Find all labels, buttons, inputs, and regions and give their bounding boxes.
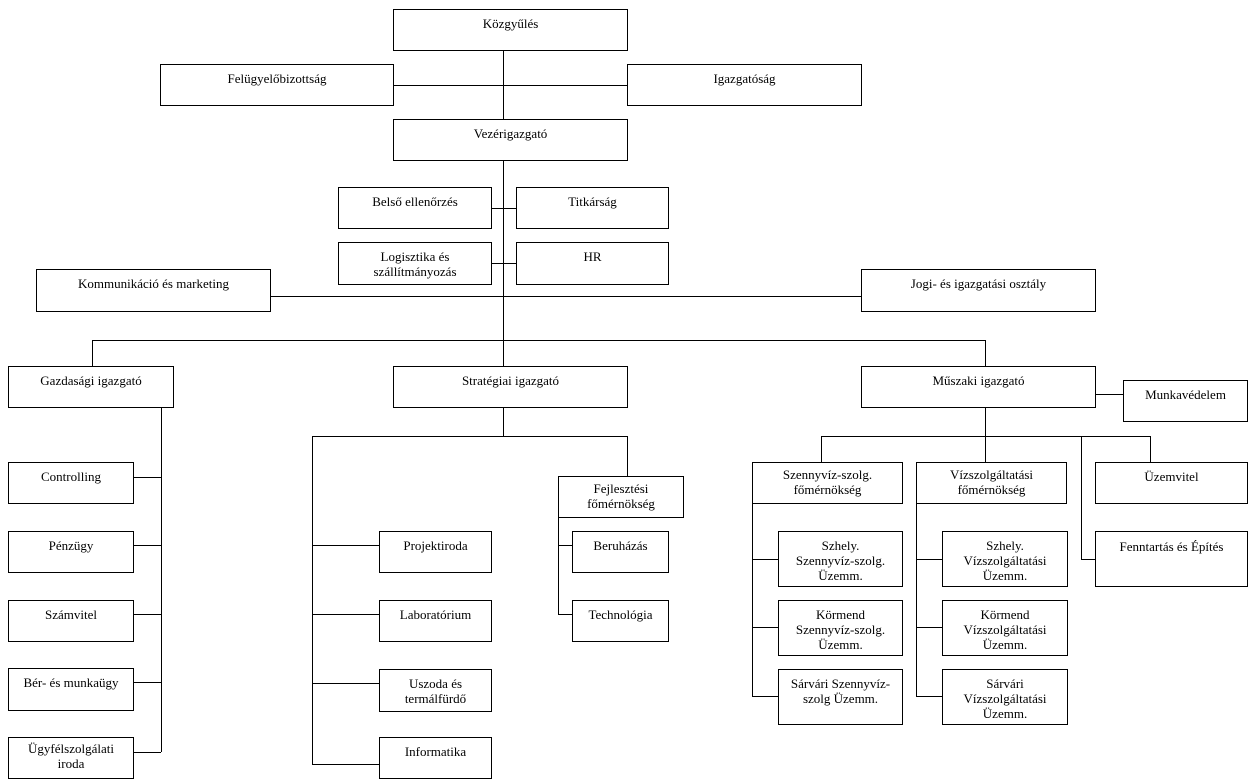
box-label: Projektiroda (403, 538, 468, 553)
box-informatika: Informatika (379, 737, 492, 779)
box-label: Fenntartás és Építés (1119, 539, 1224, 554)
box-label: Informatika (404, 744, 467, 759)
box-label-line-1: Szhely. (986, 538, 1024, 553)
box-label: Felügyelőbizottság (227, 71, 327, 86)
box-label-line-2: Vízszolgáltatási (963, 622, 1047, 637)
box-projektiroda: Projektiroda (379, 531, 492, 573)
box-label-line-1: Vízszolgáltatási (949, 467, 1034, 482)
box-label: Műszaki igazgató (932, 373, 1025, 388)
box-label: Közgyűlés (482, 16, 539, 31)
box-label: Munkavédelem (1145, 387, 1226, 402)
box-vezerigazgato: Vezérigazgató (393, 119, 628, 161)
box-label-line-1: Szhely. (821, 538, 860, 553)
box-ber-munkaugy: Bér- és munkaügy (8, 668, 134, 711)
box-label-line-1: Sárvári (986, 676, 1024, 691)
box-label: Beruházás (593, 538, 648, 553)
box-label-line-2: főmérnökség (793, 482, 862, 497)
box-laboratorium: Laboratórium (379, 600, 492, 642)
box-label: HR (583, 249, 602, 264)
box-label: Számvitel (45, 607, 97, 622)
box-label-line-1: Körmend (980, 607, 1030, 622)
box-label: Stratégiai igazgató (461, 373, 560, 388)
box-label: Bér- és munkaügy (23, 675, 119, 690)
box-label-line-2: Vízszolgáltatási (963, 553, 1047, 568)
box-felugyelobizottsag: Felügyelőbizottság (160, 64, 394, 106)
box-label-line-3: Üzemm. (982, 568, 1028, 583)
box-label-line-3: Üzemm. (982, 706, 1028, 721)
box-label-line-1: Sárvári Szennyvíz- (790, 676, 891, 691)
box-beruhazas: Beruházás (572, 531, 669, 573)
box-label: Belső ellenőrzés (372, 194, 458, 209)
box-label-line-2: főmérnökség (587, 496, 655, 511)
box-label-line-2: Szennyvíz-szolg. (795, 622, 886, 637)
box-muszaki-igazgato: Műszaki igazgató (861, 366, 1096, 408)
box-szhely-szennyviz-uzemm: Szhely.Szennyvíz-szolg.Üzemm. (778, 531, 903, 587)
box-controlling: Controlling (8, 462, 134, 504)
box-uzemvitel: Üzemvitel (1095, 462, 1248, 504)
box-gazdasagi-igazgato: Gazdasági igazgató (8, 366, 174, 408)
box-szamvitel: Számvitel (8, 600, 134, 642)
box-penzugy: Pénzügy (8, 531, 134, 573)
box-label: Vezérigazgató (473, 126, 548, 141)
box-technologia: Technológia (572, 600, 669, 642)
box-belso-ellenorzes: Belső ellenőrzés (338, 187, 492, 229)
box-fenntartas-es-epites: Fenntartás és Építés (1095, 531, 1248, 587)
box-jogi: Jogi- és igazgatási osztály (861, 269, 1096, 312)
box-label-line-2: iroda (57, 756, 85, 771)
box-label-line-3: Üzemm. (818, 637, 863, 652)
box-label: Gazdasági igazgató (40, 373, 142, 388)
box-label-line-1: Fejlesztési (593, 481, 649, 496)
box-label: Üzemvitel (1144, 469, 1199, 484)
box-label-line-1: Ügyfélszolgálati (28, 741, 114, 756)
box-label: Technológia (588, 607, 653, 622)
box-strategiai-igazgato: Stratégiai igazgató (393, 366, 628, 408)
box-label: Pénzügy (48, 538, 94, 553)
box-szennyviz-fomernokseg: Szennyvíz-szolg.főmérnökség (752, 462, 903, 504)
box-label-line-1: Logisztika és (380, 249, 450, 264)
box-label: Titkárság (568, 194, 617, 209)
box-kozgyules: Közgyűlés (393, 9, 628, 51)
box-munkavedelem: Munkavédelem (1123, 380, 1248, 422)
box-label: Laboratórium (399, 607, 472, 622)
box-label-line-3: Üzemm. (818, 568, 863, 583)
box-label-line-3: Üzemm. (982, 637, 1028, 652)
box-label-line-2: szolg Üzemm. (802, 691, 879, 706)
box-label-line-1: Uszoda és (408, 676, 463, 691)
box-label: Jogi- és igazgatási osztály (910, 276, 1047, 291)
box-label-line-2: termálfürdő (404, 691, 467, 706)
box-label: Igazgatóság (713, 71, 776, 86)
box-label-line-2: főmérnökség (957, 482, 1026, 497)
box-titkarsag: Titkárság (516, 187, 669, 229)
box-label-line-1: Körmend (815, 607, 866, 622)
box-sarvari-szennyviz-uzemm: Sárvári Szennyvíz-szolg Üzemm. (778, 669, 903, 725)
box-label-line-1: Szennyvíz-szolg. (782, 467, 873, 482)
box-label: Controlling (41, 469, 101, 484)
box-label-line-2: Szennyvíz-szolg. (795, 553, 886, 568)
box-kommunikacio: Kommunikáció és marketing (36, 269, 271, 312)
box-label-line-2: szállítmányozás (373, 264, 457, 279)
box-label: Kommunikáció és marketing (78, 276, 229, 291)
box-label-line-2: Vízszolgáltatási (963, 691, 1047, 706)
box-igazgatosag: Igazgatóság (627, 64, 862, 106)
box-hr: HR (516, 242, 669, 285)
